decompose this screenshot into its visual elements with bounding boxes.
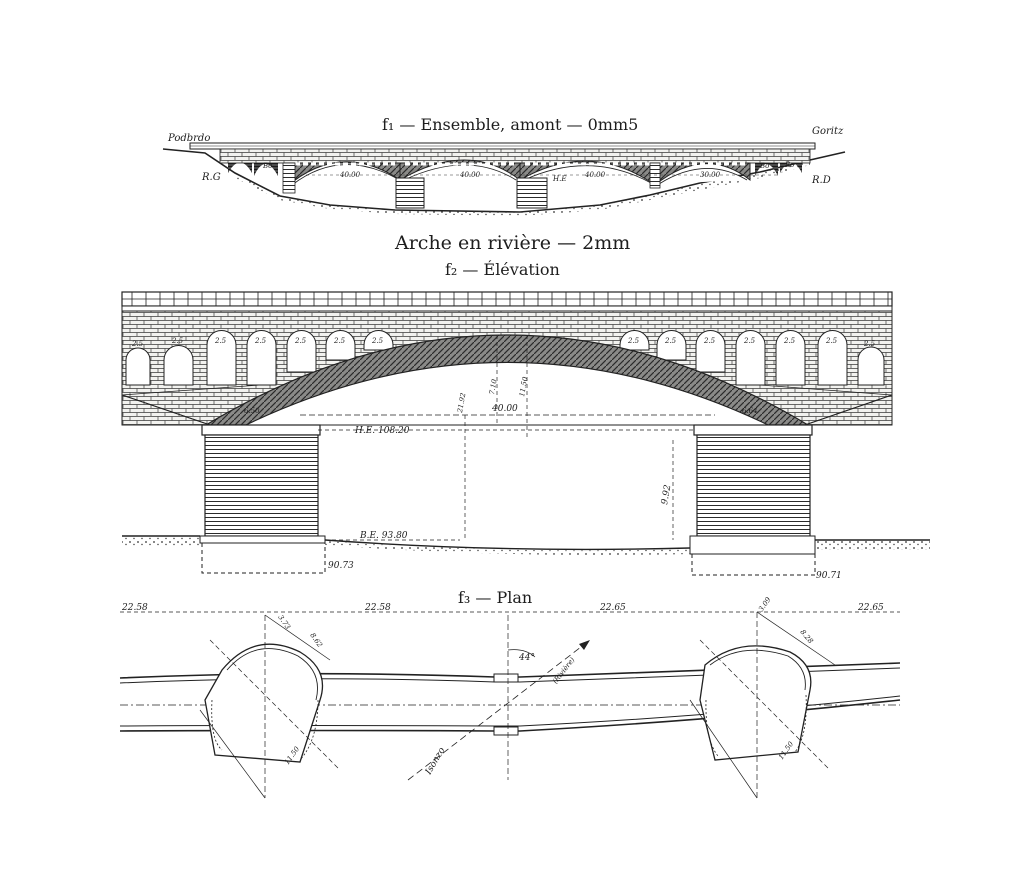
ensemble-span-2: 40.00	[459, 171, 481, 179]
foundation-left-level: 90.73	[328, 561, 354, 571]
ensemble-he-label: H.E	[552, 175, 566, 183]
pier-right	[696, 434, 811, 537]
rise-1: 21.92	[456, 392, 468, 415]
foundation-right	[691, 554, 816, 576]
elevation-title: f₂ — Élévation	[445, 259, 560, 279]
pier-left	[204, 434, 319, 537]
plan-pier-left	[199, 614, 341, 799]
small-arches-right	[619, 330, 885, 386]
ensemble-span-4: 30.00	[700, 171, 721, 179]
small-arch-label: 2.5	[863, 340, 876, 348]
small-arch-labels: 2.5 2.5 2.5 2.5 2.5 2.5 2.5 2.5 2.5 2.5 …	[131, 337, 876, 348]
small-arch-label: 2.5	[783, 337, 796, 345]
small-arch-label: 2.5	[333, 337, 346, 345]
small-arch-label: 2.5	[371, 337, 384, 345]
ensemble-span-3: 40.00	[584, 171, 606, 179]
ensemble-pier-right	[516, 177, 548, 209]
right-bank-label: R.D	[811, 175, 831, 186]
he-label: H.E. 108.20	[354, 426, 410, 436]
river-direction-line	[407, 639, 591, 781]
small-arch-label: 2.5	[825, 337, 838, 345]
small-arches-left	[125, 330, 394, 386]
pier-left-dim: 6.50	[244, 407, 260, 415]
left-place-label: Podbrdo	[167, 133, 210, 144]
river-name-label: Isonzo	[423, 745, 447, 777]
svg-text:Bo: Bo	[262, 162, 272, 170]
svg-text:Bo: Bo	[759, 162, 769, 170]
plan-view: 22.58 22.58 22.65 22.65 3.73 8.62 11.50	[119, 595, 901, 799]
rise-2: 11.50	[518, 376, 529, 398]
small-arch-label: 2.5	[131, 340, 144, 348]
small-arch-label: 2.5	[703, 337, 716, 345]
small-arch-label: 2.5	[743, 337, 756, 345]
chainage-3: 22.65	[599, 603, 626, 613]
chainage-2: 22.58	[364, 603, 391, 613]
main-title: Arche en rivière — 2mm	[394, 232, 630, 254]
plan-title: f₃ — Plan	[458, 588, 532, 607]
plan-dim-left-top: 3.73	[276, 614, 292, 632]
pier-right-dim: 6.64	[742, 407, 758, 415]
pier-cap-left	[201, 424, 321, 436]
small-arch-label: 2.5	[171, 337, 184, 345]
rise-3: 7.10	[488, 378, 499, 395]
left-bank-label: R.G	[201, 172, 221, 183]
plan-dim-right-top: 3.09	[757, 595, 773, 613]
pier-cap-right	[693, 424, 813, 436]
ensemble-title: f₁ — Ensemble, amont — 0mm5	[382, 115, 638, 134]
small-arch-label: 2.5	[627, 337, 640, 345]
right-place-label: Goritz	[812, 126, 844, 137]
small-arch-label: 2.5	[664, 337, 677, 345]
small-arch-label: 2.5	[294, 337, 307, 345]
small-arch-label: 2.5	[214, 337, 227, 345]
foundation-left	[201, 543, 326, 574]
elevation-view: 2.5 2.5 2.5 2.5 2.5 2.5 2.5 2.5 2.5 2.5 …	[121, 291, 930, 581]
arch-opening	[245, 362, 769, 426]
plan-pier-right	[689, 611, 836, 799]
height-label: 9.92	[660, 484, 673, 506]
small-arch-label: 2.5	[254, 337, 267, 345]
foundation-right-level: 90.71	[816, 571, 842, 581]
ensemble-view: f₁ — Ensemble, amont — 0mm5 Podbrdo Gori…	[162, 115, 846, 216]
ensemble-span-1: 40.00	[339, 171, 361, 179]
angle-label: 44°	[518, 653, 535, 663]
riverbed	[122, 535, 930, 551]
ensemble-pier-left	[395, 177, 425, 209]
chainage-1: 22.58	[121, 603, 148, 613]
span-label: 40.00	[491, 404, 518, 414]
chainage-4: 22.65	[857, 603, 884, 613]
river-arrow-icon	[579, 640, 590, 650]
plan-dim-right-diag: 8.28	[798, 628, 814, 646]
be-label: B.E. 93.80	[359, 531, 408, 541]
svg-text:Bo: Bo	[784, 161, 794, 169]
